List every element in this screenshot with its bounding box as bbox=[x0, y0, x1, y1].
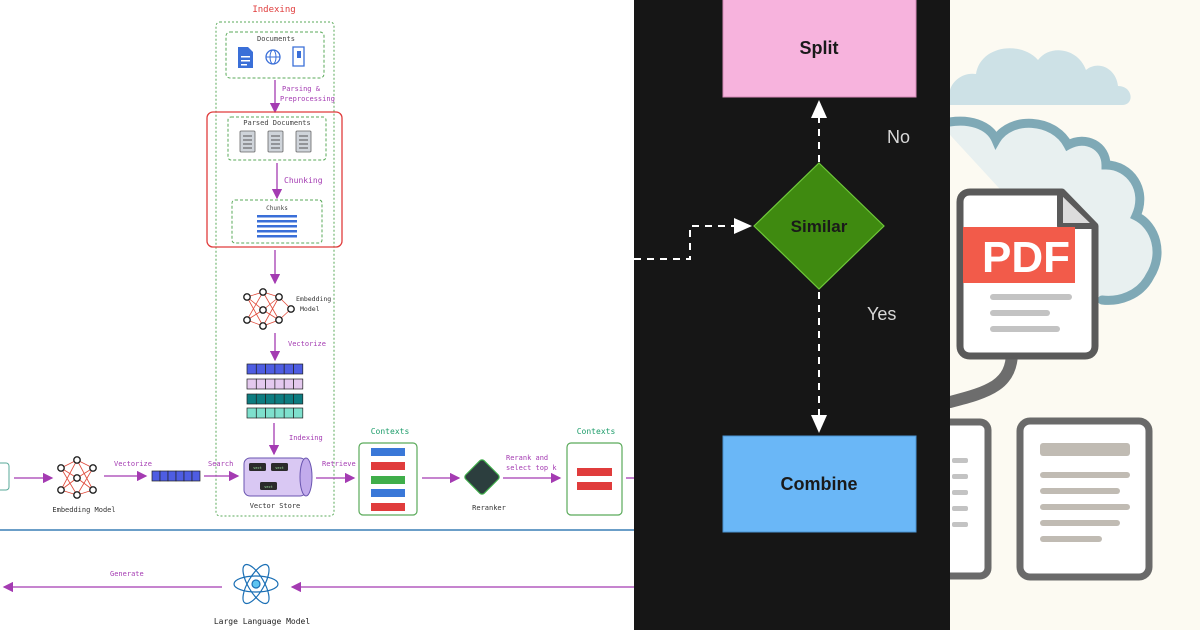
query-embedding-model-icon bbox=[57, 456, 97, 499]
split-box bbox=[722, 0, 917, 98]
decision-label: Similar bbox=[791, 217, 848, 236]
indexing-title: Indexing bbox=[252, 5, 295, 15]
rag-pipeline-diagram: Indexing Documents Parsing & Preprocessi… bbox=[0, 5, 634, 626]
contexts-items-2 bbox=[577, 468, 612, 490]
vector-chip-2: vect bbox=[275, 466, 283, 470]
select-top-k-label: select top k bbox=[506, 464, 557, 472]
parsing-label: Parsing & bbox=[282, 85, 321, 93]
yes-label: Yes bbox=[867, 304, 896, 324]
vector-store-icon: vect vect vect bbox=[243, 457, 313, 497]
embedding-model-icon bbox=[243, 288, 295, 330]
query-vector bbox=[151, 470, 201, 482]
split-label: Split bbox=[800, 38, 839, 58]
indexing-arrow-label: Indexing bbox=[289, 434, 323, 442]
embedding-model-index-label-2: Model bbox=[300, 305, 320, 313]
contexts-label-1: Contexts bbox=[371, 427, 410, 436]
no-label: No bbox=[887, 127, 910, 147]
soft-cloud-icon bbox=[950, 48, 1131, 105]
chunks-lines-icon bbox=[257, 215, 297, 238]
documents-label: Documents bbox=[257, 35, 295, 43]
rerank-label: Rerank and bbox=[506, 454, 548, 462]
embedding-model-query-label: Embedding Model bbox=[52, 506, 115, 514]
contexts-items-1 bbox=[371, 448, 405, 511]
reranker-label: Reranker bbox=[472, 504, 506, 512]
pdf-illustration-panel: PDF bbox=[950, 0, 1200, 630]
reranker-icon bbox=[464, 459, 500, 495]
parsed-documents-label: Parsed Documents bbox=[243, 119, 310, 127]
doc-file-icon bbox=[238, 47, 253, 68]
parsed-chunks-group bbox=[206, 111, 343, 248]
vector-chip-1: vect bbox=[253, 466, 261, 470]
retrieve-label: Retrieve bbox=[322, 460, 356, 468]
preprocessing-label: Preprocessing bbox=[280, 95, 335, 103]
pdf-file-icon: PDF bbox=[956, 188, 1099, 360]
vector-chip-3: vect bbox=[264, 485, 272, 489]
chunks-label: Chunks bbox=[266, 205, 288, 212]
vector-store-label: Vector Store bbox=[250, 502, 301, 510]
pdf-cloud-illustration: PDF bbox=[950, 48, 1162, 581]
combine-box bbox=[722, 435, 917, 533]
partial-document-icon bbox=[950, 418, 992, 580]
parsed-doc-icons bbox=[239, 130, 312, 153]
book-icon bbox=[292, 46, 305, 67]
connector-curve bbox=[950, 346, 1018, 408]
input-arrow bbox=[634, 218, 752, 260]
chunking-label: Chunking bbox=[284, 176, 323, 185]
rag-pipeline-panel: Indexing Documents Parsing & Preprocessi… bbox=[0, 5, 634, 626]
split-combine-flowchart: Split No Similar Yes Combine bbox=[634, 0, 917, 533]
query-input-box bbox=[0, 462, 10, 491]
llm-atom-icon bbox=[233, 563, 279, 605]
vectorize-index-label: Vectorize bbox=[288, 340, 326, 348]
query-vectorize-label: Vectorize bbox=[114, 460, 152, 468]
contexts-label-2: Contexts bbox=[577, 427, 616, 436]
similar-decision bbox=[753, 162, 885, 290]
globe-icon bbox=[265, 49, 281, 65]
index-vectors bbox=[246, 363, 304, 419]
combine-label: Combine bbox=[780, 474, 857, 494]
llm-label: Large Language Model bbox=[214, 617, 311, 626]
generate-label: Generate bbox=[110, 570, 144, 578]
text-document-icon bbox=[1016, 417, 1153, 581]
contexts-box-2 bbox=[566, 442, 623, 516]
flowchart-panel: Split No Similar Yes Combine bbox=[634, 0, 950, 630]
embedding-model-index-label: Embedding bbox=[296, 295, 331, 303]
pdf-label: PDF bbox=[982, 233, 1070, 282]
search-label: Search bbox=[208, 460, 233, 468]
